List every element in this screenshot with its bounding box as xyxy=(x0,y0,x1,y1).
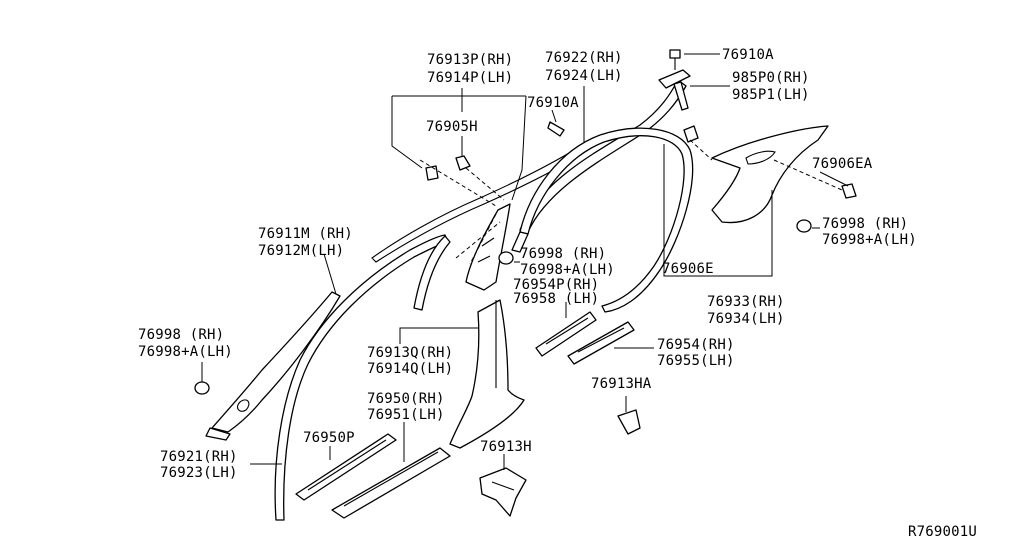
svg-text:76998+A(LH): 76998+A(LH) xyxy=(138,344,233,360)
svg-text:76998 (RH): 76998 (RH) xyxy=(822,216,908,232)
part-label-76913q: 76913Q(RH) 76914Q(LH) xyxy=(367,345,453,377)
svg-text:76921(RH): 76921(RH) xyxy=(160,449,238,465)
svg-text:76954(RH): 76954(RH) xyxy=(657,337,735,353)
clip-76906e xyxy=(683,125,699,143)
part-label-76913p: 76913P(RH) 76914P(LH) xyxy=(427,52,513,86)
svg-text:76950(RH): 76950(RH) xyxy=(367,391,445,407)
svg-text:76911M (RH): 76911M (RH) xyxy=(258,226,353,242)
svg-text:76950P: 76950P xyxy=(303,430,355,446)
leader-lines xyxy=(201,53,849,470)
svg-text:76923(LH): 76923(LH) xyxy=(160,465,238,481)
svg-text:76910A: 76910A xyxy=(527,95,579,111)
rear-door-weatherstrip xyxy=(511,127,694,313)
clip-front xyxy=(425,165,439,181)
part-label-76998-center: 76998 (RH) 76998+A(LH) xyxy=(520,246,615,278)
grommet-center xyxy=(498,251,514,265)
svg-text:76951(LH): 76951(LH) xyxy=(367,407,445,423)
rear-pillar-garnish xyxy=(711,125,829,224)
svg-text:76913P(RH): 76913P(RH) xyxy=(427,52,513,68)
part-label-76950: 76950(RH) 76951(LH) xyxy=(367,391,445,423)
svg-text:76998 (RH): 76998 (RH) xyxy=(520,246,606,262)
svg-text:76913H: 76913H xyxy=(480,439,532,455)
svg-text:76933(RH): 76933(RH) xyxy=(707,294,785,310)
rear-kicking-plate xyxy=(535,311,635,365)
center-pillar-upper-garnish xyxy=(465,203,511,291)
svg-text:76924(LH): 76924(LH) xyxy=(545,68,623,84)
svg-text:985P0(RH): 985P0(RH) xyxy=(732,70,810,86)
center-pillar-lower-garnish xyxy=(449,299,525,449)
bracket-76913h xyxy=(479,467,527,517)
svg-text:76934(LH): 76934(LH) xyxy=(707,311,785,327)
part-label-76913ha: 76913HA xyxy=(591,376,652,392)
svg-text:985P1(LH): 985P1(LH) xyxy=(732,87,810,103)
clip-76906ea xyxy=(841,183,857,199)
part-label-76922: 76922(RH) 76924(LH) xyxy=(545,50,623,84)
assembly-dashed-lines xyxy=(419,139,843,265)
part-label-76906e: 76906E xyxy=(662,261,714,277)
part-label-76950p: 76950P xyxy=(303,430,355,446)
part-label-76921: 76921(RH) 76923(LH) xyxy=(160,449,238,481)
part-label-985p0: 985P0(RH) 985P1(LH) xyxy=(732,70,810,103)
svg-text:76955(LH): 76955(LH) xyxy=(657,353,735,369)
part-label-76905h: 76905H xyxy=(426,119,478,135)
part-label-76910a-top: 76910A xyxy=(722,47,774,63)
svg-text:76906EA: 76906EA xyxy=(812,156,873,172)
svg-text:76998+A(LH): 76998+A(LH) xyxy=(520,262,615,278)
part-label-76998-right: 76998 (RH) 76998+A(LH) xyxy=(822,216,917,248)
part-label-76910a-center: 76910A xyxy=(527,95,579,111)
part-label-76906ea: 76906EA xyxy=(812,156,873,172)
svg-text:76914P(LH): 76914P(LH) xyxy=(427,70,513,86)
svg-text:76954P(RH): 76954P(RH) xyxy=(513,277,599,293)
svg-text:76905H: 76905H xyxy=(426,119,478,135)
part-label-76954p: 76954P(RH) 76958 (LH) xyxy=(513,277,599,307)
part-label-76998-left: 76998 (RH) 76998+A(LH) xyxy=(138,327,233,360)
grommet-right xyxy=(796,219,812,233)
front-kicking-plate xyxy=(295,433,451,519)
part-label-76954: 76954(RH) 76955(LH) xyxy=(657,337,735,369)
svg-text:76913Q(RH): 76913Q(RH) xyxy=(367,345,453,361)
grommet-left xyxy=(194,381,210,395)
screw-76910a-center xyxy=(547,121,565,137)
svg-text:76914Q(LH): 76914Q(LH) xyxy=(367,361,453,377)
part-label-76913h: 76913H xyxy=(480,439,532,455)
svg-text:76958 (LH): 76958 (LH) xyxy=(513,291,599,307)
part-label-76911m: 76911M (RH) 76912M(LH) xyxy=(258,226,353,259)
clip-76905h xyxy=(455,155,471,171)
front-door-weatherstrip xyxy=(274,234,451,521)
svg-text:76998+A(LH): 76998+A(LH) xyxy=(822,232,917,248)
svg-text:76998 (RH): 76998 (RH) xyxy=(138,327,224,343)
screw-76910a-top xyxy=(669,49,681,70)
roof-side-rail-trim xyxy=(371,69,691,263)
diagram-reference-code: R769001U xyxy=(908,524,977,540)
svg-text:76912M(LH): 76912M(LH) xyxy=(258,243,344,259)
clip-76913ha xyxy=(617,409,641,435)
svg-text:76910A: 76910A xyxy=(722,47,774,63)
front-pillar-garnish xyxy=(205,291,341,441)
part-label-76933: 76933(RH) 76934(LH) xyxy=(707,294,785,327)
svg-text:76913HA: 76913HA xyxy=(591,376,652,392)
svg-text:76922(RH): 76922(RH) xyxy=(545,50,623,66)
svg-text:76906E: 76906E xyxy=(662,261,714,277)
